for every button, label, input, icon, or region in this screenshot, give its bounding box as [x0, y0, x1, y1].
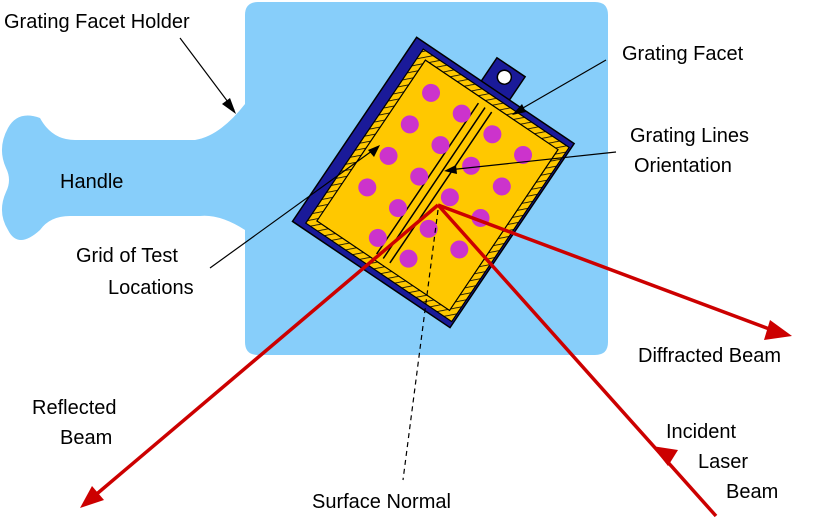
- test-location-dot: [462, 156, 481, 175]
- grating-line: [382, 107, 486, 259]
- beams: [90, 203, 773, 518]
- label-locations: Locations: [108, 277, 194, 299]
- label-handle: Handle: [60, 171, 123, 193]
- test-location-dot: [514, 145, 533, 164]
- test-location-grid: [358, 83, 533, 268]
- label-surface-normal: Surface Normal: [312, 491, 451, 513]
- label-orientation: Orientation: [634, 155, 732, 177]
- label-grid-of-test: Grid of Test: [76, 245, 178, 267]
- surface-normal-line: [402, 209, 439, 481]
- incident-beam-line: [436, 203, 718, 518]
- facet-leader-arrow: [512, 104, 526, 115]
- test-location-dot: [400, 115, 419, 134]
- test-location-dot: [399, 249, 418, 268]
- diffracted-beam-line: [437, 203, 773, 332]
- test-location-dot: [452, 104, 471, 123]
- grating-line: [389, 111, 493, 264]
- label-grating-lines: Grating Lines: [630, 125, 749, 147]
- label-reflected-beam: Beam: [60, 427, 112, 449]
- test-location-dot: [358, 178, 377, 197]
- label-laser: Laser: [698, 451, 748, 473]
- label-reflected: Reflected: [32, 397, 117, 419]
- facet-leader-line: [515, 59, 607, 113]
- label-diffracted-beam: Diffracted Beam: [638, 345, 781, 367]
- test-location-dot: [419, 219, 438, 238]
- mount-hole: [496, 69, 513, 85]
- test-location-dot: [379, 146, 398, 165]
- test-location-dot: [431, 136, 450, 155]
- incident-arrowhead: [652, 446, 678, 466]
- label-grating-facet: Grating Facet: [622, 43, 744, 65]
- label-incident: Incident: [666, 421, 736, 443]
- grid-leader-line: [209, 147, 377, 269]
- reflected-beam-line: [90, 203, 440, 500]
- test-location-dot: [368, 228, 387, 247]
- label-incident-beam: Beam: [726, 481, 778, 503]
- test-location-dot: [492, 177, 511, 196]
- test-location-dot: [440, 188, 459, 207]
- diffracted-arrowhead: [764, 320, 792, 340]
- holder-leader-arrow: [222, 98, 236, 114]
- test-location-dot: [388, 199, 407, 218]
- lines-leader-line: [447, 151, 617, 171]
- test-location-dot: [483, 125, 502, 144]
- reflected-arrowhead: [80, 486, 104, 508]
- label-grating-facet-holder: Grating Facet Holder: [4, 11, 190, 33]
- test-location-dot: [410, 167, 429, 186]
- holder-leader-line: [179, 37, 235, 111]
- test-location-dot: [450, 240, 469, 259]
- test-location-dot: [422, 83, 441, 102]
- lines-leader-arrow: [444, 165, 457, 174]
- grid-leader-arrow: [368, 145, 380, 157]
